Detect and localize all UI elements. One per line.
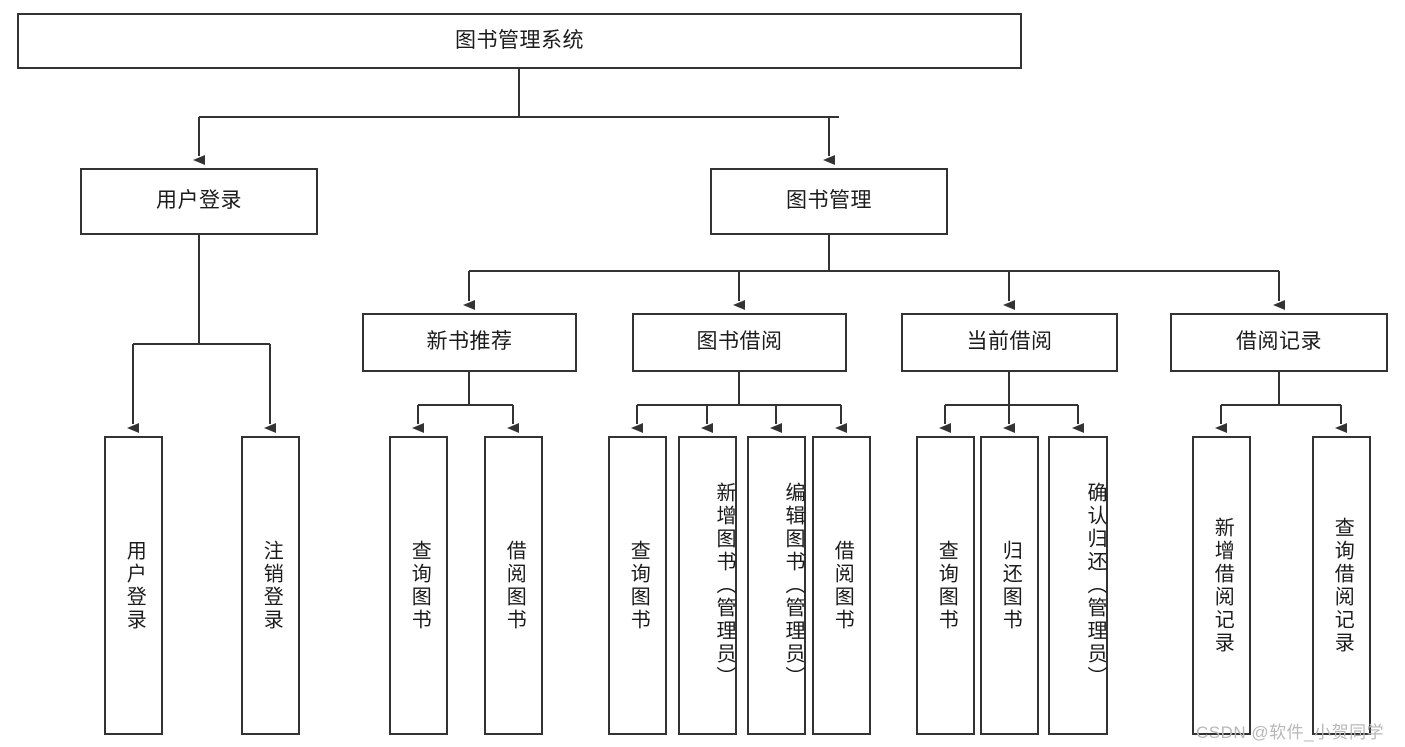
node-leaf-borrow-book-1-label: 借阅图书 <box>503 539 526 632</box>
node-leaf-user-login-label: 用户登录 <box>123 539 146 632</box>
node-leaf-edit-book-label: 编辑图书（管理员） <box>782 482 804 689</box>
node-root[interactable]: 图书管理系统 <box>17 13 1022 69</box>
node-leaf-borrow-book-2[interactable]: 借阅图书 <box>812 436 871 735</box>
node-leaf-borrow-book-2-label: 借阅图书 <box>831 539 854 632</box>
node-leaf-user-logout-label: 注销登录 <box>260 539 283 632</box>
node-book-manage-label: 图书管理 <box>786 189 872 213</box>
node-leaf-return-book[interactable]: 归还图书 <box>980 436 1039 735</box>
node-leaf-query-book-2[interactable]: 查询图书 <box>608 436 667 735</box>
node-borrow-record-label: 借阅记录 <box>1236 330 1322 354</box>
node-leaf-query-book-2-label: 查询图书 <box>627 539 650 632</box>
node-leaf-user-logout[interactable]: 注销登录 <box>241 436 300 735</box>
node-new-book-rec[interactable]: 新书推荐 <box>362 313 577 372</box>
node-leaf-query-book-3-label: 查询图书 <box>935 539 958 632</box>
node-leaf-add-record-label: 新增借阅记录 <box>1211 516 1234 655</box>
node-book-borrow-label: 图书借阅 <box>696 330 783 354</box>
csdn-watermark: CSDN @软件_小贺同学 <box>1196 718 1384 743</box>
node-borrow-record[interactable]: 借阅记录 <box>1170 313 1388 372</box>
node-leaf-edit-book[interactable]: 编辑图书（管理员） <box>747 436 806 735</box>
node-user-login-label: 用户登录 <box>156 189 242 213</box>
node-current-borrow-label: 当前借阅 <box>966 330 1053 354</box>
node-leaf-borrow-book-1[interactable]: 借阅图书 <box>484 436 543 735</box>
node-leaf-query-record-label: 查询借阅记录 <box>1331 516 1354 655</box>
node-leaf-add-record[interactable]: 新增借阅记录 <box>1192 436 1251 735</box>
node-leaf-user-login[interactable]: 用户登录 <box>104 436 163 735</box>
node-book-borrow[interactable]: 图书借阅 <box>632 313 847 372</box>
node-leaf-confirm-return-label: 确认归还（管理员） <box>1084 482 1106 689</box>
node-root-label: 图书管理系统 <box>455 28 584 52</box>
node-leaf-add-book[interactable]: 新增图书（管理员） <box>678 436 737 735</box>
csdn-watermark-text: CSDN @软件_小贺同学 <box>1196 723 1385 742</box>
node-leaf-add-book-label: 新增图书（管理员） <box>713 482 735 689</box>
node-user-login[interactable]: 用户登录 <box>80 168 318 235</box>
node-leaf-query-book-1-label: 查询图书 <box>408 539 431 632</box>
node-leaf-query-record[interactable]: 查询借阅记录 <box>1312 436 1371 735</box>
node-leaf-query-book-1[interactable]: 查询图书 <box>389 436 448 735</box>
node-new-book-rec-label: 新书推荐 <box>426 330 513 354</box>
node-book-manage[interactable]: 图书管理 <box>710 168 948 235</box>
node-leaf-return-book-label: 归还图书 <box>999 539 1022 632</box>
node-current-borrow[interactable]: 当前借阅 <box>901 313 1118 372</box>
node-leaf-confirm-return[interactable]: 确认归还（管理员） <box>1048 436 1108 735</box>
node-leaf-query-book-3[interactable]: 查询图书 <box>916 436 975 735</box>
